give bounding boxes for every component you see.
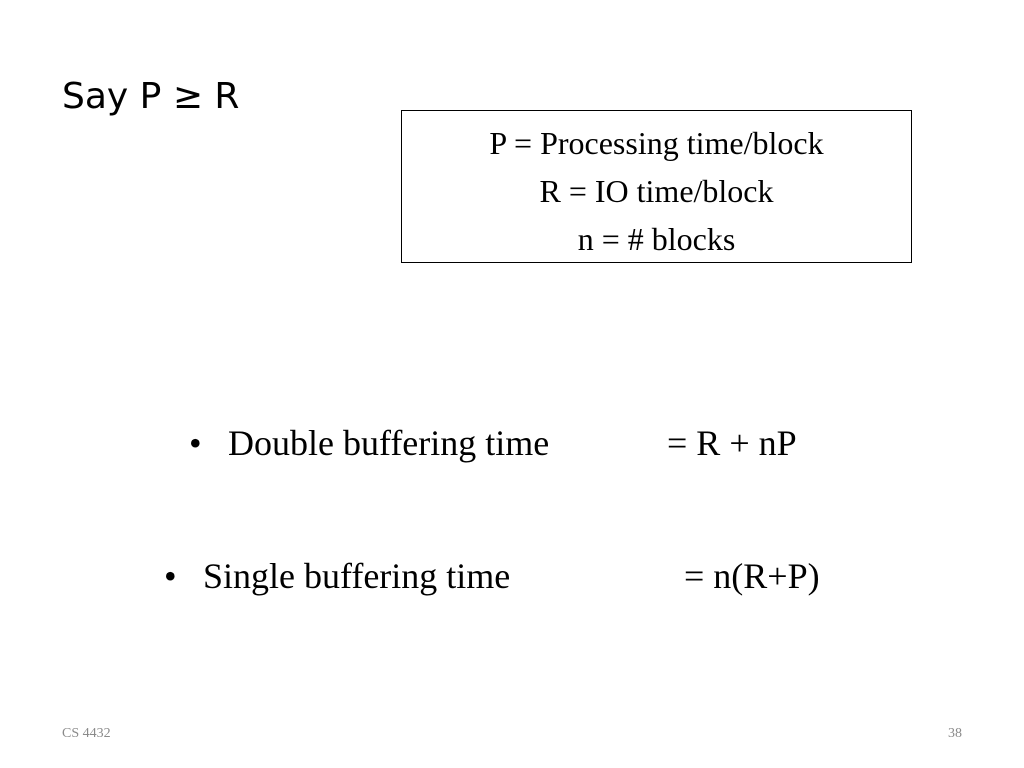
bullet-label: Double buffering time xyxy=(228,423,550,463)
bullet-label: Single buffering time xyxy=(203,556,511,596)
bullet-expression: = n(R+P) xyxy=(684,556,820,596)
bullet-expression: = R + nP xyxy=(667,423,797,463)
definition-block-count: n = # blocks xyxy=(577,221,736,257)
bullet-single-buffering: • Single buffering time = n(R+P) xyxy=(164,551,864,601)
footer-page-number: 38 xyxy=(948,726,962,741)
definition-io-time: R = IO time/block xyxy=(539,173,774,209)
definition-processing-time: P = Processing time/block xyxy=(489,125,824,161)
bullet-marker: • xyxy=(189,423,202,463)
footer-course: CS 4432 xyxy=(62,726,111,741)
bullet-double-buffering: • Double buffering time = R + nP xyxy=(189,418,849,468)
bullet-marker: • xyxy=(164,556,177,596)
definitions-box: P = Processing time/block R = IO time/bl… xyxy=(401,110,912,263)
slide-title: Say P ≥ R xyxy=(62,76,240,117)
